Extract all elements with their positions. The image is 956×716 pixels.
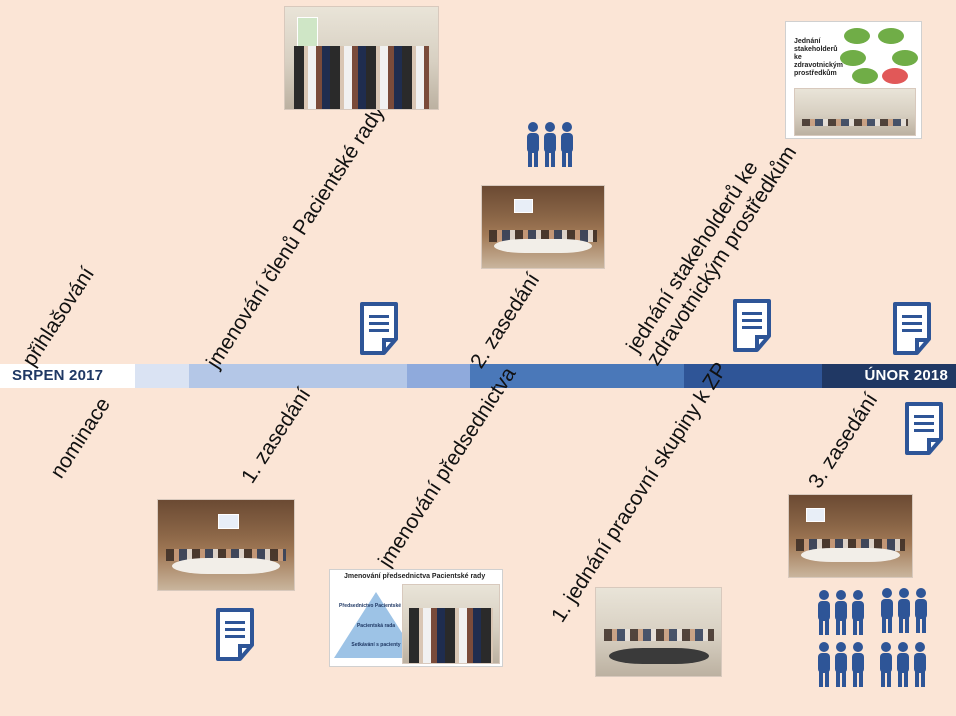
timeline-segment-3 — [407, 364, 470, 388]
timeline-segment-2 — [189, 364, 407, 388]
photo-people — [489, 230, 597, 242]
event-jednani-stakeholderu: jednání stakeholderů ke zdravotnickým pr… — [622, 129, 802, 370]
photo-people — [294, 45, 429, 109]
photo-table — [494, 238, 592, 254]
photo-working-group — [595, 587, 722, 677]
pyramid-mid-label: Pacientská rada — [356, 623, 396, 629]
document-icon — [893, 302, 931, 355]
event-2-zasedani: 2. zasedání — [466, 268, 545, 373]
diagram-bubble — [852, 68, 878, 84]
people-group-icon — [818, 642, 864, 687]
event-nominace: nominace — [46, 393, 115, 483]
people-group-icon — [881, 588, 927, 633]
photo-table — [608, 647, 709, 664]
slide-presidium-photo — [402, 584, 500, 664]
timeline-bar: SRPEN 2017 ÚNOR 2018 — [0, 364, 956, 388]
photo-people — [802, 119, 908, 126]
slide-stakeholders: Jednání stakeholderů ke zdravotnickým pr… — [785, 21, 922, 139]
diagram-bubble — [840, 50, 866, 66]
event-line: zdravotnickým prostředkům — [642, 141, 802, 370]
event-prihlasovani: přihlašování — [18, 263, 99, 371]
document-icon — [733, 299, 771, 352]
people-group-icon — [880, 642, 926, 687]
diagram-bubble — [882, 68, 908, 84]
photo-appointment-ceremony — [284, 6, 439, 110]
slide-stakeholders-photo — [794, 88, 916, 136]
timeline-segment-4 — [470, 364, 684, 388]
diagram-bubble — [878, 28, 904, 44]
photo-first-meeting — [157, 499, 295, 591]
diagram-bubble — [844, 28, 870, 44]
people-group-icon — [527, 122, 573, 167]
timeline-end-label: ÚNOR 2018 — [864, 367, 948, 384]
photo-screen — [513, 199, 533, 213]
people-group-icon — [818, 590, 864, 635]
timeline-segment-5 — [684, 364, 822, 388]
photo-people — [603, 628, 714, 641]
pyramid-top-label: Předsednictvo Pacientské rady — [339, 603, 413, 609]
photo-people — [796, 539, 905, 551]
document-icon — [905, 402, 943, 455]
photo-second-meeting — [481, 185, 605, 269]
timeline-segment-1 — [135, 364, 189, 388]
timeline-end-segment — [822, 364, 956, 388]
photo-screen — [806, 508, 826, 522]
slide-stakeholders-title: Jednání stakeholderů ke zdravotnickým pr… — [794, 38, 844, 77]
document-icon — [216, 608, 254, 661]
slide-presidium-title: Jmenování předsednictva Pacientské rady — [344, 573, 486, 580]
photo-table — [171, 557, 281, 574]
photo-third-meeting — [788, 494, 913, 578]
diagram-bubble — [892, 50, 918, 66]
document-icon — [360, 302, 398, 355]
slide-presidium: Jmenování předsednictva Pacientské rady … — [329, 569, 503, 667]
photo-table — [801, 547, 900, 563]
event-3-zasedani: 3. zasedání — [804, 388, 883, 493]
timeline-start-segment — [0, 364, 135, 388]
pyramid-base-label: Setkávání s pacienty — [351, 642, 401, 648]
photo-screen — [217, 514, 239, 529]
event-jmenovani-predsednictva: jmenování předsednictva — [374, 363, 521, 572]
photo-people — [408, 608, 494, 663]
event-1-zasedani: 1. zasedání — [237, 383, 316, 488]
timeline-start-label: SRPEN 2017 — [12, 367, 104, 384]
